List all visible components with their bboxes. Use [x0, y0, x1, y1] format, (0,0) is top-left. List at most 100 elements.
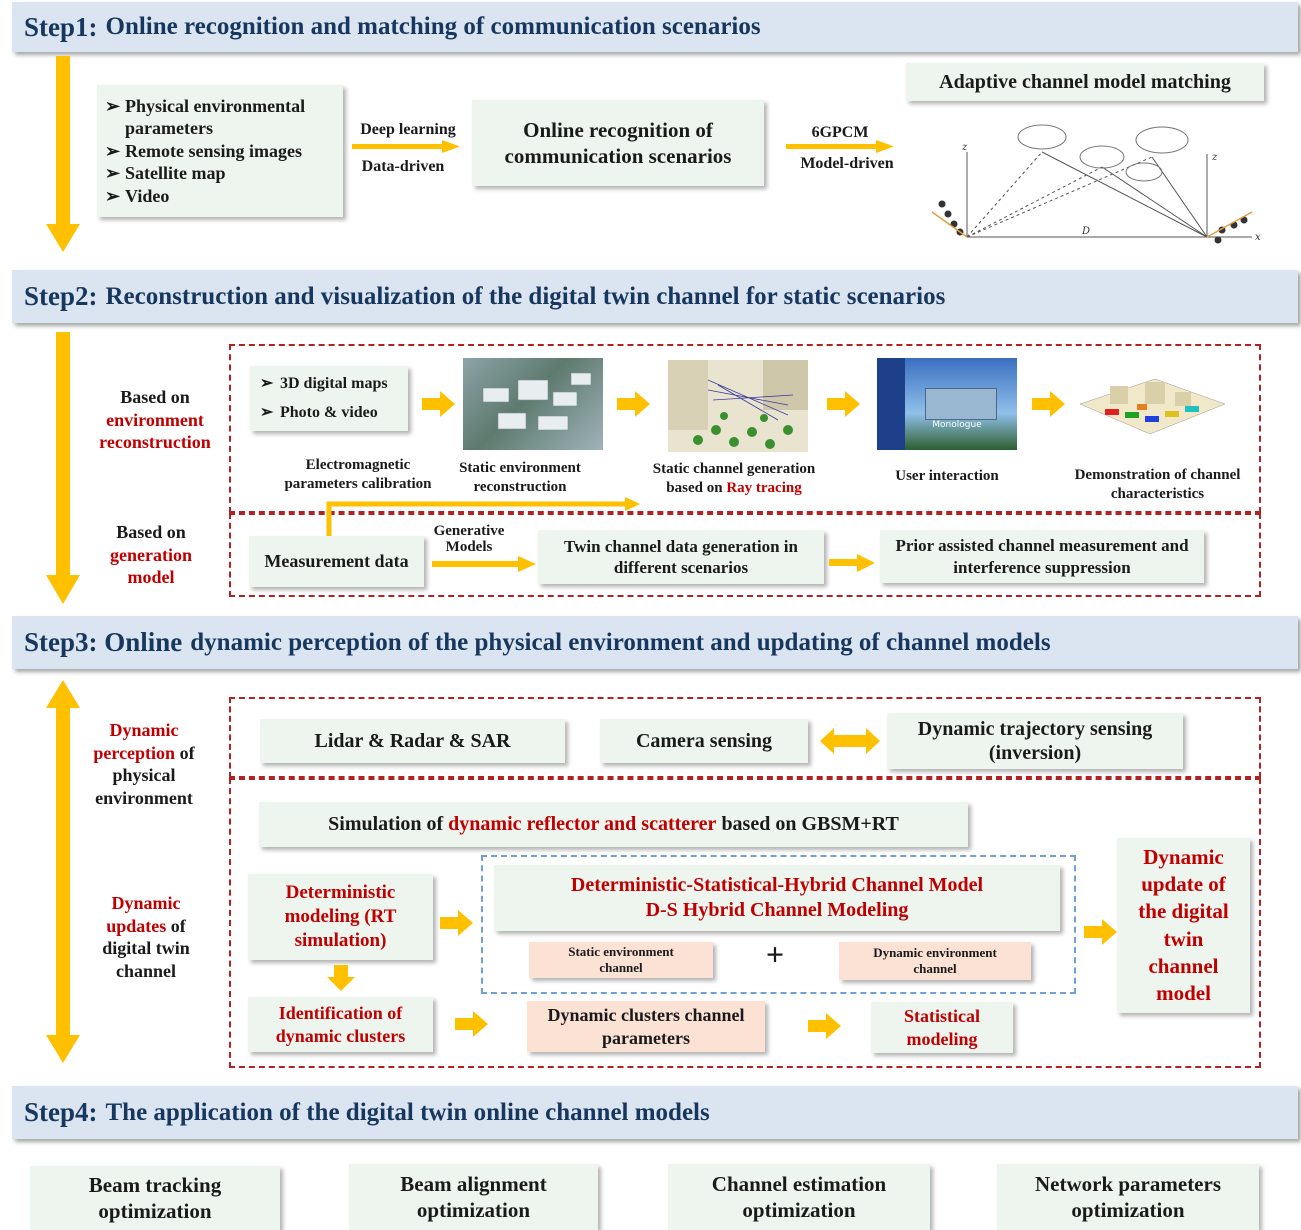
- app-network-parameters: Network parameters optimization: [997, 1164, 1259, 1230]
- step2-flow-arrow: [46, 332, 80, 604]
- arrow-to-prior: [829, 554, 875, 572]
- matching-title-box: Adaptive channel model matching: [906, 63, 1264, 101]
- statistical-box: Statistical modeling: [871, 1002, 1013, 1053]
- perception-frame: [229, 697, 1261, 778]
- camera-sensing-box: Camera sensing: [600, 719, 808, 763]
- step2-banner: Step2: Reconstruction and visualization …: [12, 270, 1298, 323]
- step2-label: Step2:: [24, 281, 98, 311]
- side-perception-red: Dynamic perception: [93, 720, 179, 763]
- input-item: Video: [105, 185, 343, 208]
- hybrid-model-box: Deterministic-Statistical-Hybrid Channel…: [494, 865, 1060, 931]
- arrow-down-to-identification: [327, 965, 355, 991]
- dyn-clusters-box: Dynamic clusters channel parameters: [527, 1001, 765, 1052]
- dynamic-update-box: Dynamic update of the digital twin chann…: [1117, 838, 1250, 1013]
- map-inputs-box: 3D digital maps Photo & video: [250, 366, 408, 431]
- side-perception-black: of physical environment: [95, 742, 195, 808]
- arrow-to-twin-gen: [432, 556, 536, 572]
- ui-caption: Monologue: [932, 420, 982, 430]
- dynamic-env-channel-box: Dynamic environment channel: [839, 942, 1031, 980]
- app-beam-tracking: Beam tracking optimization: [30, 1166, 280, 1230]
- step1-banner: Step1: Online recognition and matching o…: [12, 2, 1298, 52]
- app-channel-estimation: Channel estimation optimization: [668, 1164, 930, 1230]
- hybrid-frame: [481, 855, 1076, 994]
- side-updates-red: Dynamic updates: [106, 893, 181, 936]
- step4-title: The application of the digital twin onli…: [105, 1098, 710, 1126]
- side-env-line3: reconstruction: [99, 432, 211, 452]
- arrow-to-ray-tracing: [617, 391, 650, 417]
- em-calibration-label: Electromagnetic parameters calibration: [284, 457, 432, 492]
- step4-label: Step4:: [24, 1097, 98, 1127]
- arrow-to-dynamic-update: [1084, 919, 1117, 945]
- prior-measurement-box: Prior assisted channel measurement and i…: [880, 530, 1204, 583]
- side-gen-line3: model: [127, 567, 175, 587]
- measurement-data-box: Measurement data: [249, 536, 424, 587]
- plus-sign: +: [765, 936, 785, 972]
- simulation-text-c: based on GBSM+RT: [721, 813, 899, 835]
- step1-label: Step1:: [24, 11, 98, 42]
- user-interaction-label: User interaction: [895, 468, 999, 484]
- input-item: Physical environmental parameters: [105, 95, 343, 140]
- step3-banner: Step3: Online dynamic perception of the …: [12, 616, 1298, 669]
- step1-input-box: Physical environmental parameters Remote…: [97, 85, 343, 217]
- recognition-box: Online recognition of communication scen…: [472, 100, 764, 186]
- static-env-channel-box: Static environment channel: [529, 942, 713, 978]
- env-reconstruction-frame: [229, 344, 1261, 513]
- step3-flow-arrow: [46, 680, 80, 1063]
- static-channel-label: Static channel generation based on Ray t…: [634, 460, 834, 498]
- app-beam-alignment: Beam alignment optimization: [349, 1164, 598, 1230]
- model-driven-label: Model-driven: [800, 155, 894, 172]
- channel-demo-image: [1075, 364, 1230, 446]
- hybrid-line1: Deterministic-Statistical-Hybrid Channel…: [570, 874, 984, 896]
- identification-box: Identification of dynamic clusters: [248, 997, 433, 1052]
- svg-text:z: z: [961, 142, 968, 153]
- channel-geometry-diagram: z z x D: [931, 124, 1261, 244]
- simulation-box: Simulation of dynamic reflector and scat…: [259, 802, 968, 847]
- arrow-to-user-interaction: [827, 391, 860, 417]
- side-gen-line1: Based on: [116, 522, 186, 542]
- deterministic-box: Deterministic modeling (RT simulation): [248, 874, 433, 960]
- svg-text:D: D: [1081, 226, 1090, 237]
- generation-model-frame: [229, 513, 1261, 597]
- arrow-to-statistical: [808, 1013, 841, 1039]
- svg-text:z: z: [1211, 152, 1218, 163]
- static-channel-label-a: Static channel generation based on: [652, 461, 816, 496]
- step2-title: Reconstruction and visualization of the …: [105, 282, 946, 310]
- data-driven-label: Data-driven: [361, 158, 445, 175]
- svg-text:x: x: [1255, 232, 1261, 243]
- arrow-to-demo: [1032, 391, 1065, 417]
- side-label-updates: Dynamic updates of digital twin channel: [92, 892, 200, 982]
- lidar-box: Lidar & Radar & SAR: [260, 719, 565, 763]
- step1-title: Online recognition and matching of commu…: [105, 13, 761, 40]
- 6gpcm-label: 6GPCM: [811, 124, 869, 141]
- step1-arrow-right: [352, 140, 460, 153]
- side-label-env: Based on environment reconstruction: [88, 386, 222, 454]
- ray-tracing-label: Ray tracing: [726, 479, 802, 496]
- side-updates-black: of digital twin channel: [102, 915, 190, 981]
- generative-models-label: Generative Models: [433, 523, 505, 555]
- step3-title: dynamic perception of the physical envir…: [190, 628, 1051, 656]
- input-item: Remote sensing images: [105, 140, 343, 163]
- step3-label: Step3: Online: [24, 627, 183, 657]
- side-env-line1: Based on: [120, 387, 190, 407]
- deep-learning-label: Deep learning: [360, 121, 456, 138]
- side-env-line2: environment: [106, 409, 204, 430]
- updates-frame: [229, 778, 1261, 1068]
- simulation-text-b: dynamic reflector and scatterer: [448, 813, 717, 835]
- step1-flow-arrow: [46, 56, 80, 252]
- map-input-item: Photo & video: [260, 399, 388, 428]
- side-gen-line2: generation: [110, 544, 192, 565]
- ray-tracing-image: [668, 360, 808, 452]
- static-env-label: Static environment reconstruction: [459, 460, 581, 495]
- trajectory-box: Dynamic trajectory sensing (inversion): [887, 713, 1183, 769]
- step4-banner: Step4: The application of the digital tw…: [12, 1086, 1298, 1139]
- side-label-perception: Dynamic perception of physical environme…: [84, 719, 204, 809]
- city-3d-image: [463, 358, 603, 450]
- arrow-to-dyn-clusters: [455, 1011, 488, 1037]
- input-item: Satellite map: [105, 162, 343, 185]
- arrow-to-static-env: [422, 391, 455, 417]
- user-interaction-image: Monologue: [877, 358, 1017, 450]
- demo-label: Demonstration of channel characteristics: [1074, 467, 1241, 502]
- simulation-text-a: Simulation of: [328, 813, 444, 835]
- bidirectional-arrow: [820, 728, 880, 754]
- calibration-arrow: [326, 497, 640, 542]
